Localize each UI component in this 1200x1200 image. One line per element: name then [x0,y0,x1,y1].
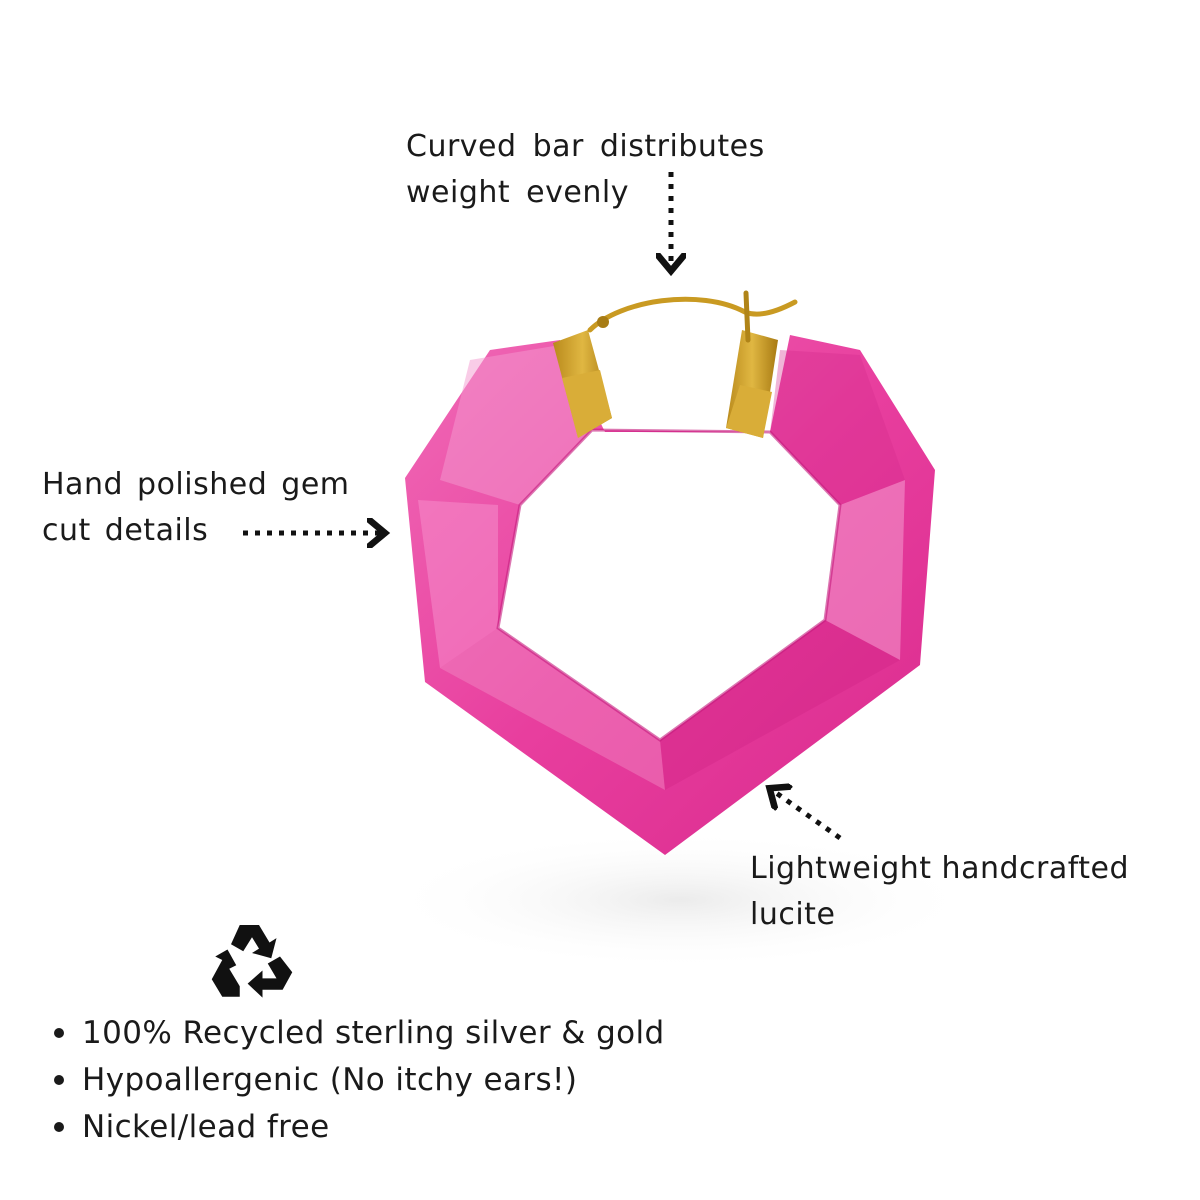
feature-item: Nickel/lead free [52,1104,665,1151]
clasp-hinge [597,316,609,328]
arrow-right [772,790,842,841]
clasp-post [743,290,751,343]
earring-facet [825,480,905,660]
feature-text: Hypoallergenic (No itchy ears!) [82,1062,578,1098]
callout-gem-cut-line1: Hand polished gem [42,467,350,502]
earring-facet [418,500,498,668]
feature-list: 100% Recycled sterling silver & gold Hyp… [52,1010,665,1151]
earring-facet [440,628,665,790]
callout-curved-bar-line1: Curved bar distributes [406,129,765,164]
feature-text: 100% Recycled sterling silver & gold [82,1015,665,1051]
earring-facet [770,350,905,505]
callout-gem-cut: Hand polished gem cut details [42,462,350,554]
callout-lucite-line1: Lightweight handcrafted [750,851,1130,886]
callout-lucite-line2: lucite [750,897,836,932]
callout-gem-cut-line2: cut details [42,513,209,548]
feature-text: Nickel/lead free [82,1109,330,1145]
bullet-icon [54,1075,64,1085]
curved-bar [587,296,798,333]
earring [405,290,935,855]
feature-item: Hypoallergenic (No itchy ears!) [52,1057,665,1104]
gold-cap-left-facet [562,370,612,438]
callout-curved-bar-line2: weight evenly [406,175,629,210]
earring-facet [660,620,900,790]
earring-inner-edge [496,428,842,742]
bullet-icon [54,1122,64,1132]
earring-shadow [380,830,980,970]
callout-lucite: Lightweight handcrafted lucite [750,846,1129,938]
earring-facet [440,345,592,505]
recycle-icon [211,925,293,998]
gold-cap-right-facet [726,385,772,438]
bullet-icon [54,1028,64,1038]
callout-curved-bar: Curved bar distributes weight evenly [406,124,765,216]
feature-item: 100% Recycled sterling silver & gold [52,1010,665,1057]
